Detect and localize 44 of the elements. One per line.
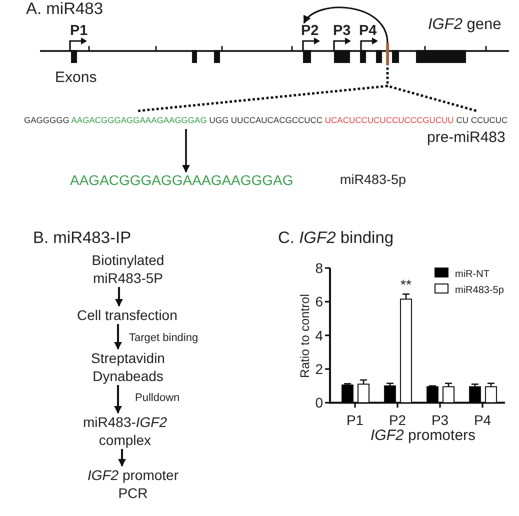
axis-tick-label: P4 bbox=[474, 412, 492, 428]
mirna-name: miR483-5p bbox=[340, 172, 406, 188]
gene-label: IGF2 gene bbox=[428, 16, 502, 34]
axis-tick-label: P3 bbox=[431, 412, 449, 428]
rna-sequence: UCACUCCUCUCCUCCCGUCUU bbox=[324, 115, 454, 125]
step-text: Streptavidin Dynabeads bbox=[87, 349, 169, 385]
arrow bbox=[115, 287, 123, 307]
axis-tick-label: P1 bbox=[346, 412, 364, 428]
axis-tick-label: 0 bbox=[315, 394, 323, 411]
axis-title: IGF2 promoters bbox=[370, 427, 476, 444]
rna-sequence: CU CCUCUC bbox=[456, 115, 508, 125]
step-text: Biotinylated miR483-5P bbox=[88, 251, 168, 287]
step-text: miR483-IGF2 complex bbox=[79, 413, 171, 449]
legend-label: miR-NT bbox=[455, 269, 490, 280]
promoter-label: P4 bbox=[359, 23, 377, 40]
legend-label: miR483-5p bbox=[455, 285, 504, 296]
mature-sequence: AAGACGGGAGGAAAGAAGGGAG bbox=[70, 172, 294, 188]
axis-tick-label: 2 bbox=[315, 361, 323, 378]
panel-title: A. miR483 bbox=[26, 0, 104, 19]
axis-title: Ratio to control bbox=[298, 294, 312, 378]
axis-tick-label: P2 bbox=[388, 412, 406, 428]
dotted-zoom-lines bbox=[136, 65, 478, 112]
promoter-label: P2 bbox=[301, 23, 319, 40]
panel-title: B. miR483-IP bbox=[33, 229, 132, 248]
arrow bbox=[114, 324, 122, 350]
rna-sequence: GAGGGGG bbox=[24, 115, 70, 125]
panel-title: C. IGF2 binding bbox=[278, 229, 394, 248]
axis-tick-label: 4 bbox=[315, 327, 323, 344]
curved-arrow bbox=[303, 6, 388, 44]
significance-mark: ** bbox=[400, 276, 412, 293]
step-text: IGF2 promoter PCR bbox=[86, 466, 180, 502]
axis-tick-label: 8 bbox=[315, 260, 323, 276]
step-text: Cell transfection bbox=[77, 306, 178, 324]
exons-label: Exons bbox=[55, 69, 97, 86]
arrow bbox=[182, 129, 190, 173]
arrow bbox=[118, 449, 126, 467]
promoter-label: P3 bbox=[333, 23, 351, 40]
promoter-label: P1 bbox=[70, 23, 88, 40]
sequence-caption: pre-miR483 bbox=[427, 129, 506, 146]
axis-tick-label: 6 bbox=[315, 294, 323, 310]
arrow bbox=[114, 385, 122, 414]
edge-label: Target binding bbox=[128, 332, 200, 345]
rna-sequence: AAGACGGGAGGAAAGAAGGGAG bbox=[71, 115, 207, 125]
rna-sequence: UGG UUCCAUCACGCCUCC bbox=[209, 115, 323, 125]
